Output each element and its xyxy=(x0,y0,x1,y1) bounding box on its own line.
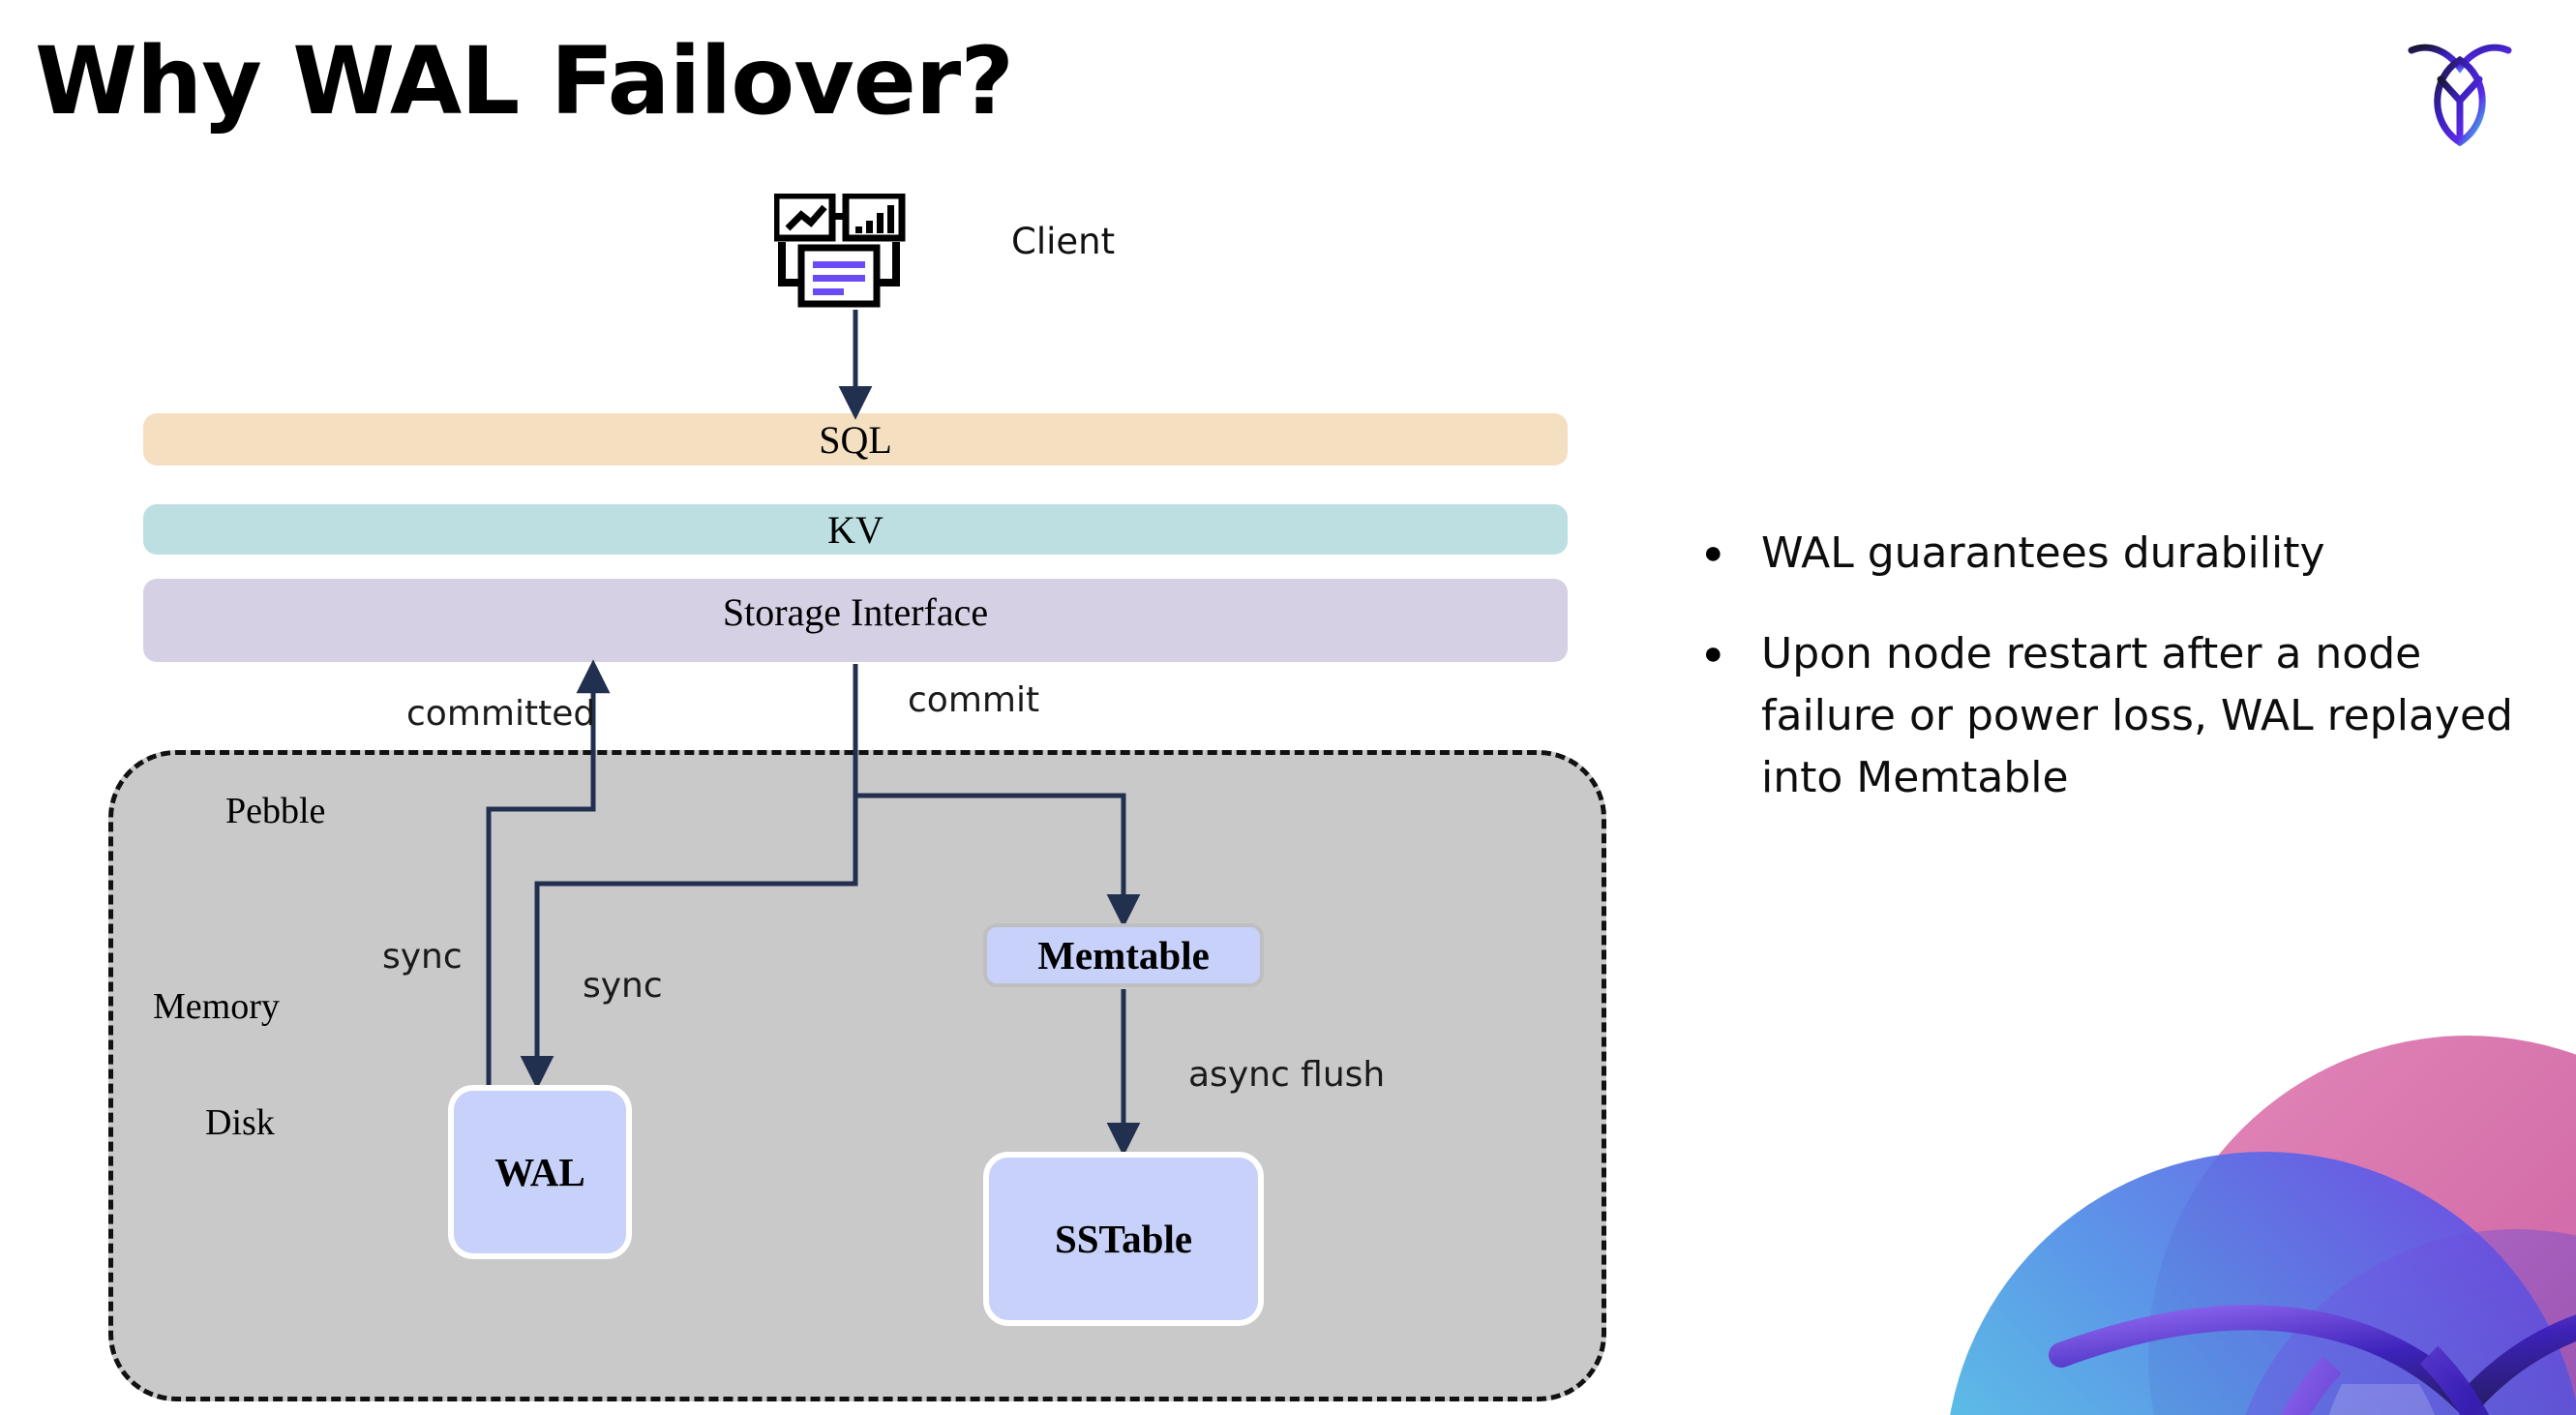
layer-bar-kv-label: KV xyxy=(827,507,884,552)
bullet-dot-icon: ● xyxy=(1703,635,1723,672)
client-terminal-icon xyxy=(772,192,929,310)
cockroachdb-watermark-icon xyxy=(1926,900,2576,1415)
memory-label: Memory xyxy=(153,986,280,1027)
bullet-text: Upon node restart after a node failure o… xyxy=(1761,629,2513,802)
node-memtable: Memtable xyxy=(983,923,1264,987)
cockroachdb-logo-icon xyxy=(2402,31,2518,147)
list-item: ● Upon node restart after a node failure… xyxy=(1703,623,2535,809)
pebble-label: Pebble xyxy=(225,791,326,831)
edge-label-commit: commit xyxy=(908,680,1040,720)
node-wal-label: WAL xyxy=(494,1150,585,1194)
layer-bar-kv: KV xyxy=(143,504,1568,555)
edge-label-sync-1: sync xyxy=(382,937,463,977)
bullet-dot-icon: ● xyxy=(1703,534,1723,571)
bullet-text: WAL guarantees durability xyxy=(1761,528,2325,578)
list-item: ● WAL guarantees durability xyxy=(1703,523,2535,585)
edge-label-sync-2: sync xyxy=(583,966,663,1006)
disk-label: Disk xyxy=(205,1102,275,1143)
layer-bar-sql-label: SQL xyxy=(819,417,892,462)
layer-bar-sql: SQL xyxy=(143,413,1568,466)
client-label: Client xyxy=(1011,221,1116,262)
layer-bar-storage-interface: Storage Interface xyxy=(143,579,1568,662)
edge-label-committed: committed xyxy=(406,694,596,734)
layer-bar-storage-interface-label: Storage Interface xyxy=(722,589,989,634)
page-title: Why WAL Failover? xyxy=(35,27,1014,135)
node-wal: WAL xyxy=(448,1085,632,1259)
bullet-list: ● WAL guarantees durability ● Upon node … xyxy=(1703,523,2535,848)
node-sstable: SSTable xyxy=(983,1152,1264,1326)
edge-label-async-flush: async flush xyxy=(1188,1055,1386,1095)
node-sstable-label: SSTable xyxy=(1054,1217,1193,1261)
node-memtable-label: Memtable xyxy=(1037,933,1210,978)
